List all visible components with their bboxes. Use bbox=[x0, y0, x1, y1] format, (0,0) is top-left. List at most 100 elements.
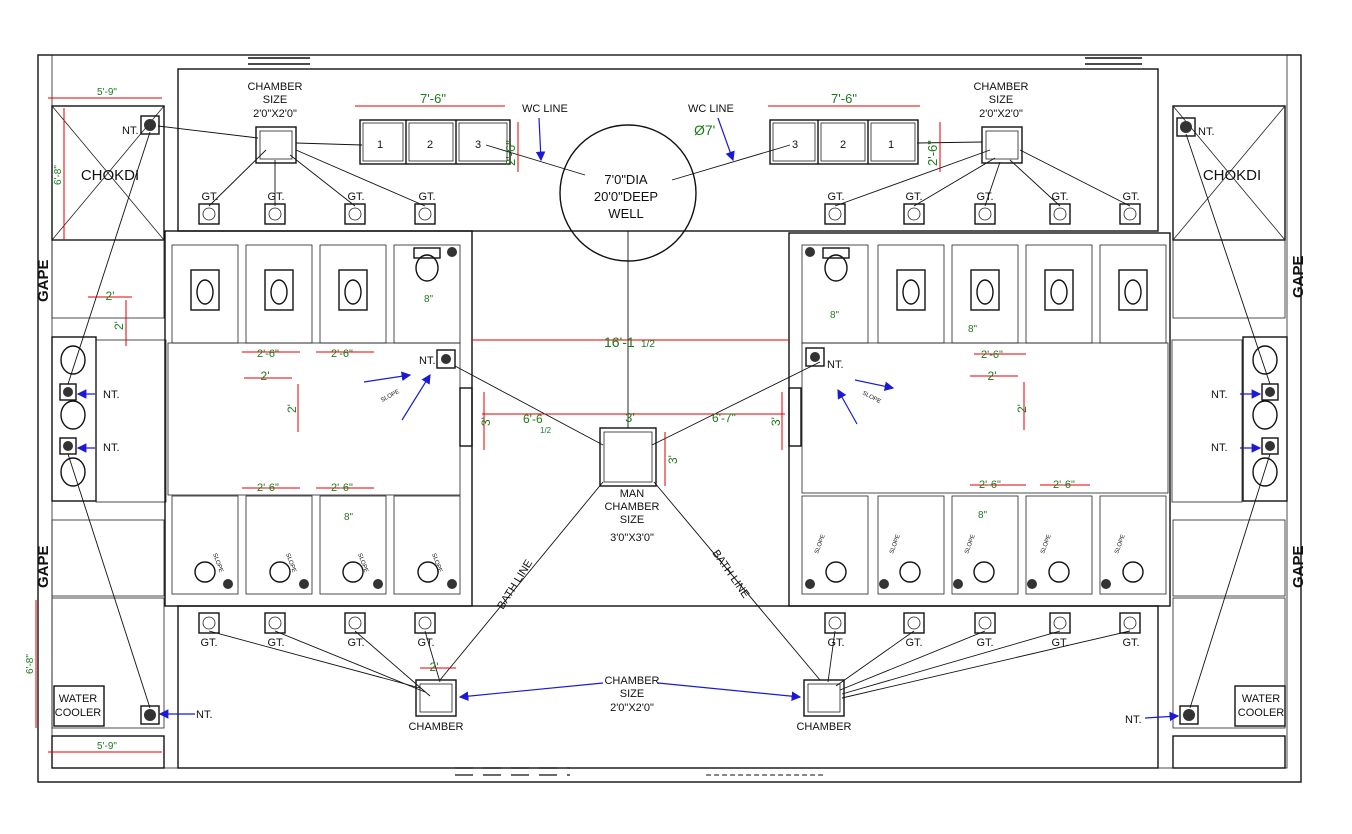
svg-text:GT.: GT. bbox=[267, 637, 284, 649]
dim-text: 2' bbox=[112, 321, 126, 330]
dim-text: 3' bbox=[769, 417, 783, 426]
chamber-size-top-left: CHAMBER SIZE 2'0"X2'0" bbox=[247, 81, 302, 120]
svg-text:WATER: WATER bbox=[1242, 693, 1281, 705]
svg-text:GT.: GT. bbox=[905, 191, 922, 203]
dim-text: 2' bbox=[261, 369, 270, 383]
dim-text: 6'-8" bbox=[25, 654, 36, 674]
svg-text:1/2: 1/2 bbox=[641, 339, 655, 350]
dim-text: 3' bbox=[666, 455, 680, 464]
svg-text:3'0"X3'0": 3'0"X3'0" bbox=[610, 532, 654, 544]
svg-text:3: 3 bbox=[475, 139, 481, 151]
bath-line-right-label: BATH LINE bbox=[710, 548, 752, 601]
svg-text:CHAMBER: CHAMBER bbox=[604, 675, 659, 687]
nt-label: NT. bbox=[827, 359, 844, 371]
dim-text: 2' bbox=[285, 404, 299, 413]
svg-text:GT.: GT. bbox=[347, 191, 364, 203]
svg-text:GT.: GT. bbox=[418, 191, 435, 203]
dim-text: 2' bbox=[1015, 404, 1029, 413]
svg-text:SIZE: SIZE bbox=[620, 688, 644, 700]
dim-text: 2'-6" bbox=[331, 482, 353, 494]
chamber-size-top-right: CHAMBER SIZE 2'0"X2'0" bbox=[973, 81, 1028, 120]
septic-tank-left bbox=[359, 119, 511, 165]
svg-text:GT.: GT. bbox=[905, 637, 922, 649]
svg-text:COOLER: COOLER bbox=[1238, 707, 1285, 719]
svg-text:WATER: WATER bbox=[59, 693, 98, 705]
outer-walls bbox=[37, 54, 1302, 783]
chokdi-right-label: CHOKDI bbox=[1203, 167, 1261, 184]
chambers bbox=[255, 126, 1023, 717]
chamber-bottom-left-label: CHAMBER bbox=[408, 721, 463, 733]
svg-text:CHAMBER: CHAMBER bbox=[604, 501, 659, 513]
gape-label-3: GAPE bbox=[1290, 255, 1307, 298]
svg-text:1: 1 bbox=[888, 139, 894, 151]
svg-text:CHAMBER: CHAMBER bbox=[973, 81, 1028, 93]
dim-text: 2' bbox=[988, 369, 997, 383]
svg-text:6'-6: 6'-6 bbox=[523, 412, 543, 426]
gully-traps bbox=[198, 203, 1141, 634]
wc-line-left-label: WC LINE bbox=[522, 103, 568, 115]
slope-label: SLOPE bbox=[814, 534, 826, 555]
dim-text: 2'-6" bbox=[925, 140, 940, 166]
right-side-wing bbox=[1171, 105, 1288, 769]
gape-label-4: GAPE bbox=[1290, 545, 1307, 588]
dim-text: 3' bbox=[479, 417, 493, 426]
nt-label: NT. bbox=[122, 125, 139, 137]
dim-text: 8" bbox=[978, 510, 988, 521]
dimension-lines bbox=[35, 97, 1090, 753]
dim-text: 8" bbox=[968, 324, 978, 335]
drain-pipes bbox=[67, 125, 1271, 709]
dim-text: 7'-6" bbox=[831, 91, 857, 106]
nt-label: NT. bbox=[196, 709, 213, 721]
dim-text: 8" bbox=[344, 512, 354, 523]
svg-text:GT.: GT. bbox=[976, 637, 993, 649]
svg-text:GT.: GT. bbox=[347, 637, 364, 649]
svg-text:2: 2 bbox=[427, 139, 433, 151]
dim-text: 3' bbox=[625, 410, 635, 425]
man-chamber-label: MAN CHAMBER SIZE 3'0"X3'0" bbox=[604, 488, 659, 544]
slope-label: SLOPE bbox=[284, 553, 296, 574]
svg-text:SIZE: SIZE bbox=[620, 514, 644, 526]
dim-text: 2'-6" bbox=[331, 348, 353, 360]
slope-label: SLOPE bbox=[861, 390, 881, 405]
nahani-traps bbox=[59, 115, 1279, 725]
svg-text:GT.: GT. bbox=[201, 191, 218, 203]
slope-label: SLOPE bbox=[1040, 534, 1052, 555]
svg-text:GT.: GT. bbox=[417, 637, 434, 649]
svg-text:MAN: MAN bbox=[620, 488, 645, 500]
nt-label: NT. bbox=[1198, 126, 1215, 138]
svg-text:WELL: WELL bbox=[608, 206, 643, 221]
dim-text: 2'-6" bbox=[981, 349, 1003, 361]
gape-label-2: GAPE bbox=[35, 545, 52, 588]
nt-label: NT. bbox=[1125, 714, 1142, 726]
bath-line-left-label: BATH LINE bbox=[495, 558, 535, 612]
svg-text:1/2: 1/2 bbox=[540, 426, 552, 435]
dim-text: 2'-6" bbox=[257, 348, 279, 360]
chamber-bottom-right-label: CHAMBER bbox=[796, 721, 851, 733]
svg-text:16'-1: 16'-1 bbox=[604, 334, 635, 350]
nt-label: NT. bbox=[103, 389, 120, 401]
svg-text:2'0"X2'0": 2'0"X2'0" bbox=[610, 702, 654, 714]
svg-text:GT.: GT. bbox=[1122, 191, 1139, 203]
svg-text:GT.: GT. bbox=[267, 191, 284, 203]
nt-label: NT. bbox=[1211, 442, 1228, 454]
svg-text:SIZE: SIZE bbox=[989, 94, 1013, 106]
wash-basins bbox=[60, 345, 1278, 487]
svg-text:GT.: GT. bbox=[1122, 637, 1139, 649]
svg-text:GT.: GT. bbox=[1051, 191, 1068, 203]
dim-text: 2'-6" bbox=[503, 140, 518, 166]
well-label: 7'0"DIA 20'0"DEEP WELL bbox=[594, 172, 658, 221]
dim-text: 2'-6" bbox=[257, 482, 279, 494]
svg-text:CHAMBER: CHAMBER bbox=[247, 81, 302, 93]
gape-label-1: GAPE bbox=[35, 259, 52, 302]
right-toilet-block bbox=[788, 232, 1171, 607]
svg-text:2'0"X2'0": 2'0"X2'0" bbox=[253, 108, 297, 120]
svg-text:20'0"DEEP: 20'0"DEEP bbox=[594, 189, 658, 204]
svg-text:GT.: GT. bbox=[1051, 637, 1068, 649]
nt-label: NT. bbox=[419, 355, 436, 367]
slope-label: SLOPE bbox=[964, 534, 976, 555]
dim-text: 6'-8" bbox=[53, 165, 64, 185]
svg-text:1: 1 bbox=[377, 139, 383, 151]
left-side-wing bbox=[51, 105, 167, 769]
svg-text:GT.: GT. bbox=[827, 191, 844, 203]
